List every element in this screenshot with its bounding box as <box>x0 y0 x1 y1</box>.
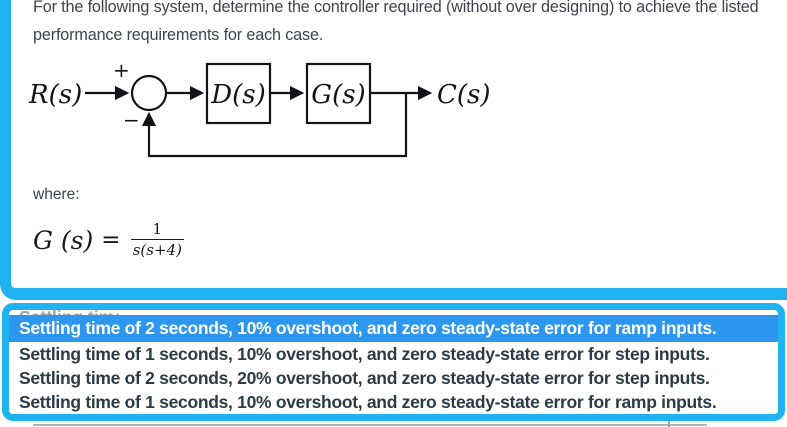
block-diagram-svg: R(s) + − D(s) G(s) C(s) <box>28 58 491 158</box>
controller-label: D(s) <box>210 80 265 110</box>
dropdown-option-2[interactable]: Settling time of 1 seconds, 10% overshoo… <box>9 342 778 366</box>
output-signal-label: C(s) <box>437 80 491 110</box>
dropdown-option-1[interactable]: Settling time of 2 seconds, 10% overshoo… <box>9 315 778 342</box>
question-card: For the following system, determine the … <box>0 0 787 300</box>
formula-equals: = <box>101 227 121 253</box>
summing-junction-icon <box>130 74 168 112</box>
sum-minus-sign: − <box>123 108 140 132</box>
underlying-border-fragment <box>668 417 670 427</box>
dropdown-option-4[interactable]: Settling time of 1 seconds, 10% overshoo… <box>9 390 778 414</box>
input-signal-label: R(s) <box>28 80 82 110</box>
fraction-numerator: 1 <box>130 221 185 240</box>
plant-transfer-function: G (s) = 1 s(s+4) <box>33 213 185 267</box>
where-label: where: <box>33 186 80 203</box>
fraction-denominator: s(s+4) <box>132 241 182 259</box>
underlying-divider-line <box>33 424 707 426</box>
question-text: For the following system, determine the … <box>33 0 759 44</box>
dropdown-option-3[interactable]: Settling time of 2 seconds, 20% overshoo… <box>9 366 778 390</box>
plant-label: G(s) <box>311 80 365 110</box>
answer-dropdown[interactable]: Settling time of 2 seconds, 10% overshoo… <box>2 303 785 421</box>
formula-fraction: 1 s(s+4) <box>130 221 185 259</box>
formula-lhs: G (s) <box>33 225 94 255</box>
sum-plus-sign: + <box>113 60 130 82</box>
feedback-path <box>141 93 408 158</box>
block-diagram: R(s) + − D(s) G(s) C(s) <box>27 58 497 177</box>
clipped-option-remnant: Settling time of 2 seconds, 10% overshoo… <box>9 310 778 315</box>
